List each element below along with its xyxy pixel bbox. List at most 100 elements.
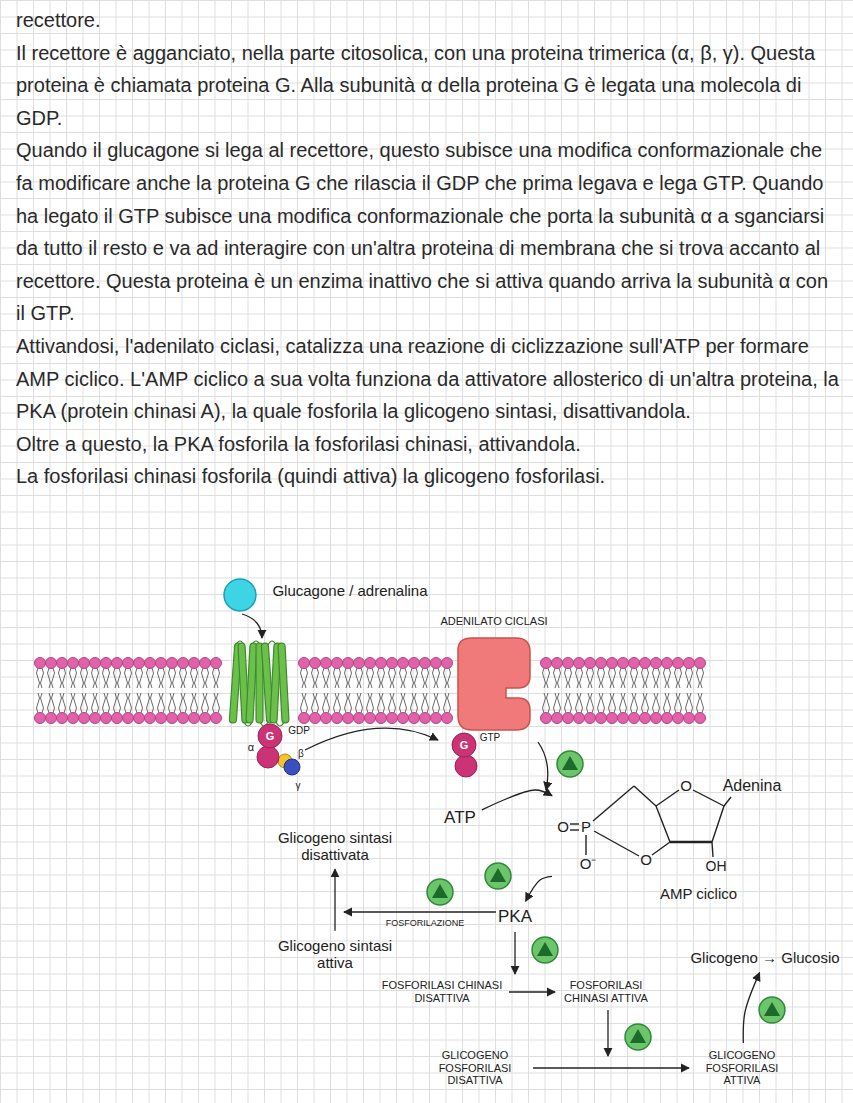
lipid-head: [585, 658, 596, 669]
lipid-head: [112, 713, 123, 724]
lipid-head: [629, 658, 640, 669]
note-paragraph: Il recettore è agganciato, nella parte c…: [16, 37, 841, 135]
lipid-head: [442, 658, 453, 669]
lipid-head: [387, 658, 398, 669]
subunit-label: α: [248, 741, 254, 753]
lipid-head: [343, 713, 354, 724]
lipid-head: [46, 658, 57, 669]
lipid-head: [167, 658, 178, 669]
lipid-head: [35, 658, 46, 669]
enzyme-state: GLICOGENO FOSFORILASI DISATTIVA: [420, 1046, 530, 1090]
note-paragraph: Quando il glucagone si lega al recettore…: [16, 134, 841, 330]
lipid-head: [607, 658, 618, 669]
lipid-head: [398, 658, 409, 669]
lipid-head: [673, 713, 684, 724]
lipid-head: [387, 713, 398, 724]
node-text: Glicogeno → Glucosio: [690, 949, 839, 966]
lipid-head: [90, 713, 101, 724]
node-text: GLICOGENO FOSFORILASI DISATTIVA: [439, 1049, 512, 1086]
lipid-head: [123, 658, 134, 669]
atom-label: P: [581, 819, 591, 836]
note-paragraph: Oltre a questo, la PKA fosforila la fosf…: [16, 428, 841, 461]
lipid-head: [695, 713, 706, 724]
lipid-head: [684, 658, 695, 669]
receptor: [229, 641, 289, 726]
lipid-head: [35, 713, 46, 724]
lipid-head: [420, 713, 431, 724]
lipid-head: [354, 713, 365, 724]
lipid-head: [541, 658, 552, 669]
lipid-head: [310, 713, 321, 724]
notes: recettore.Il recettore è agganciato, nel…: [16, 4, 841, 493]
lipid-head: [662, 713, 673, 724]
lipid-head: [695, 658, 706, 669]
lipid-head: [156, 713, 167, 724]
node-text: Glicogeno sintasi attiva: [278, 937, 392, 971]
lipid-head: [321, 713, 332, 724]
enzyme-state: Glicogeno sintasi disattivata: [255, 826, 415, 867]
lipid-head: [145, 658, 156, 669]
lipid-bilayer: [35, 658, 706, 724]
lipid-head: [189, 658, 200, 669]
lipid-head: [376, 658, 387, 669]
reaction-arrow: [482, 790, 552, 810]
lipid-head: [629, 713, 640, 724]
lipid-head: [431, 713, 442, 724]
lipid-tail: [37, 668, 704, 713]
reaction-arrow: [743, 973, 759, 1043]
lipid-head: [211, 658, 222, 669]
enzyme-state: GLICOGENO FOSFORILASI ATTIVA: [692, 1046, 792, 1090]
lipid-head: [145, 713, 156, 724]
lipid-head: [563, 713, 574, 724]
lipid-head: [409, 713, 420, 724]
lipid-head: [354, 658, 365, 669]
lipid-head: [563, 658, 574, 669]
molecule-label: AMP ciclico: [555, 770, 800, 905]
lipid-head: [541, 713, 552, 724]
lipid-head: [552, 658, 563, 669]
adenylate-cyclase: [458, 638, 530, 730]
lipid-head: [189, 713, 200, 724]
lipid-head: [442, 713, 453, 724]
atom-label: O: [680, 778, 692, 795]
lipid-head: [376, 713, 387, 724]
lipid-head: [640, 713, 651, 724]
lipid-head: [409, 658, 420, 669]
process-label: FOSFORILAZIONE: [386, 919, 465, 929]
lipid-head: [200, 658, 211, 669]
lipid-head: [574, 658, 585, 669]
lipid-head: [640, 658, 651, 669]
lipid-head: [585, 713, 596, 724]
arrow: [305, 728, 438, 750]
note-paragraph: Attivandosi, l'adenilato ciclasi, catali…: [16, 330, 841, 428]
atom-label: O⁻: [580, 856, 597, 873]
note-paragraph: La fosforilasi chinasi fosforila (quindi…: [16, 460, 841, 493]
g-alpha-gtp: [452, 733, 477, 777]
lipid-head: [46, 713, 57, 724]
lipid-head: [332, 658, 343, 669]
reaction-label: Glicogeno → Glucosio: [687, 946, 842, 969]
lipid-head: [200, 713, 211, 724]
lipid-head: [79, 713, 90, 724]
nucleotide-label: GDP: [288, 725, 310, 736]
lipid-head: [684, 713, 695, 724]
enzyme-label: ADENILATO CICLASI: [440, 615, 547, 627]
lipid-head: [321, 658, 332, 669]
lipid-head: [332, 713, 343, 724]
camp-structure: [570, 786, 731, 857]
lipid-head: [167, 713, 178, 724]
enzyme-state: Glicogeno sintasi attiva: [260, 934, 410, 975]
enzyme-state: FOSFORILASI CHINASI DISATTIVA: [378, 976, 506, 1007]
reaction-arrow: [526, 876, 552, 901]
lipid-head: [651, 658, 662, 669]
lipid-head: [651, 713, 662, 724]
lipid-head: [365, 713, 376, 724]
enzyme-label: PKA: [495, 904, 535, 930]
reaction-arrow: [334, 869, 335, 931]
lipid-head: [178, 713, 189, 724]
lipid-head: [178, 658, 189, 669]
node-text: Glicogeno sintasi disattivata: [278, 829, 392, 863]
lipid-head: [101, 658, 112, 669]
reaction-arrow: [509, 991, 555, 992]
